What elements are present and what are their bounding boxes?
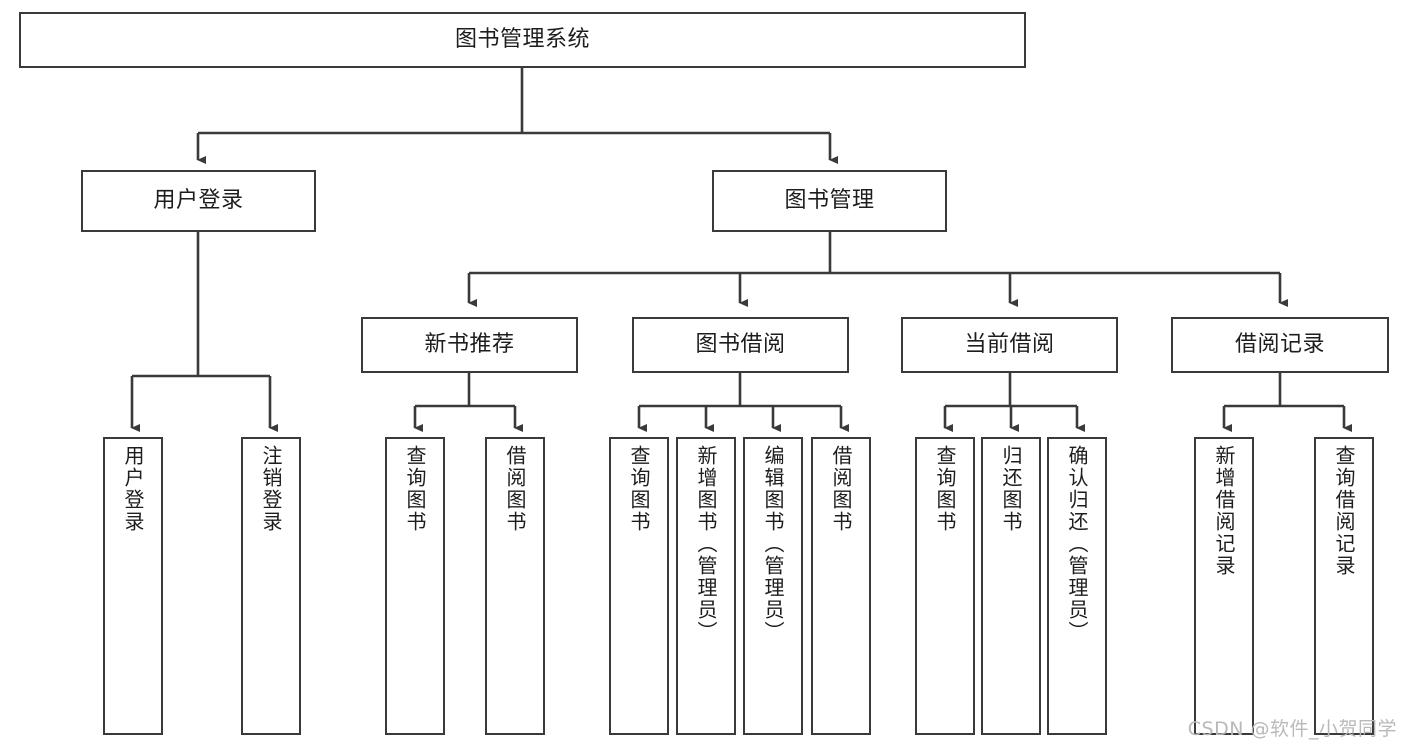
node-label: 用户登录 [121,445,145,533]
node-label: 图书管理系统 [454,27,590,53]
node-label: 借阅图书 [503,445,527,533]
node-label: 图书管理 [784,188,875,214]
node-label: 新书推荐 [424,332,515,358]
node-label: 确认归还（管理员） [1065,445,1089,643]
leaf-new-book-borrow[interactable]: 借阅图书 [485,437,545,735]
leaf-book-borrow-edit[interactable]: 编辑图书（管理员） [743,437,803,735]
leaf-borrow-record-add[interactable]: 新增借阅记录 [1194,437,1254,735]
leaf-current-borrow-confirm-return[interactable]: 确认归还（管理员） [1047,437,1107,735]
node-label: 用户登录 [153,188,244,214]
node-book-borrow[interactable]: 图书借阅 [632,317,849,373]
leaf-book-borrow-borrow[interactable]: 借阅图书 [811,437,871,735]
node-label: 查询借阅记录 [1332,445,1356,577]
node-new-book-recommend[interactable]: 新书推荐 [361,317,578,373]
watermark-text: CSDN @软件_小贺同学 [1187,718,1397,740]
node-label: 借阅记录 [1234,332,1325,358]
leaf-user-login-logout[interactable]: 注销登录 [241,437,301,735]
node-current-borrow[interactable]: 当前借阅 [901,317,1118,373]
node-label: 编辑图书（管理员） [761,445,785,643]
leaf-book-borrow-add[interactable]: 新增图书（管理员） [676,437,736,735]
node-label: 查询图书 [403,445,427,533]
node-label: 图书借阅 [695,332,786,358]
leaf-current-borrow-return[interactable]: 归还图书 [981,437,1041,735]
node-label: 归还图书 [999,445,1023,533]
node-user-login[interactable]: 用户登录 [81,170,316,232]
leaf-borrow-record-query[interactable]: 查询借阅记录 [1314,437,1374,735]
node-label: 查询图书 [627,445,651,533]
leaf-current-borrow-query[interactable]: 查询图书 [915,437,975,735]
leaf-new-book-query[interactable]: 查询图书 [385,437,445,735]
node-root-system[interactable]: 图书管理系统 [19,12,1026,68]
node-book-management[interactable]: 图书管理 [712,170,947,232]
node-borrow-records[interactable]: 借阅记录 [1171,317,1389,373]
node-label: 当前借阅 [964,332,1055,358]
node-label: 注销登录 [259,445,283,533]
leaf-user-login-login[interactable]: 用户登录 [103,437,163,735]
node-label: 查询图书 [933,445,957,533]
node-label: 新增借阅记录 [1212,445,1236,577]
node-label: 新增图书（管理员） [694,445,718,643]
leaf-book-borrow-query[interactable]: 查询图书 [609,437,669,735]
node-label: 借阅图书 [829,445,853,533]
